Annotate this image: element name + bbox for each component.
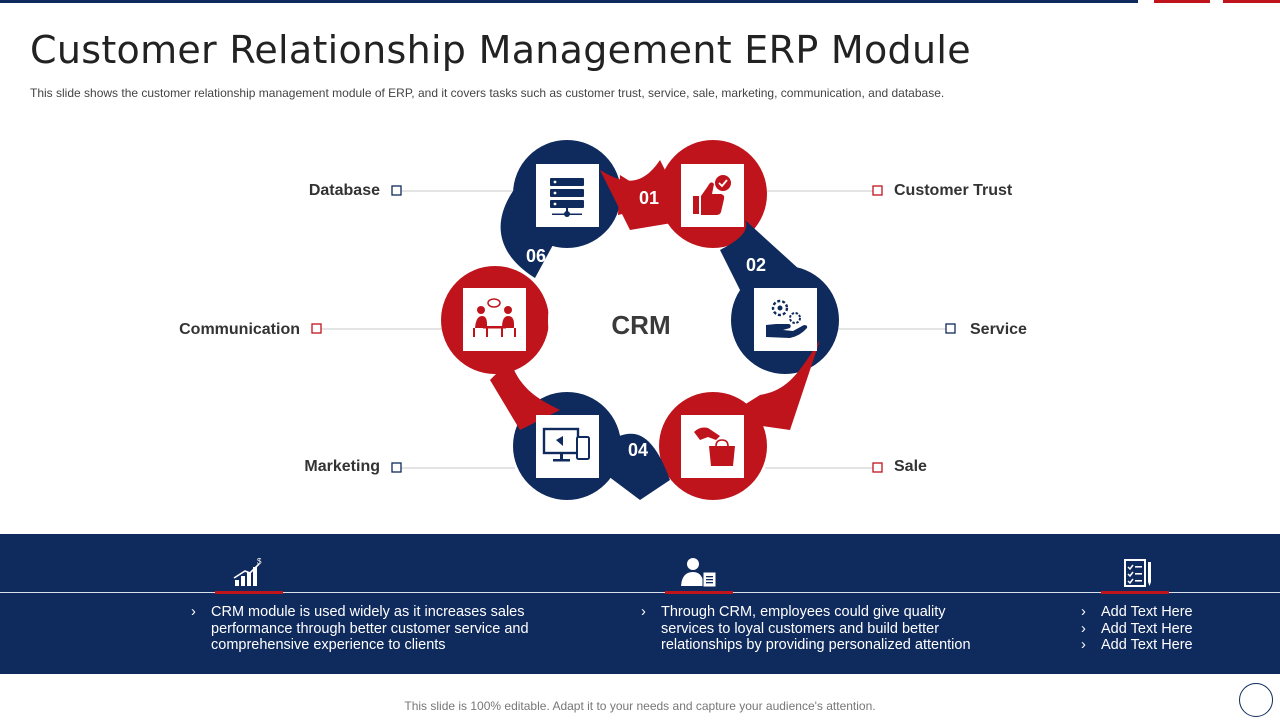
label-customer-trust: Customer Trust — [894, 182, 1013, 199]
label-database: Database — [308, 182, 380, 199]
gear-hand-icon — [766, 299, 808, 338]
top-accent-line — [0, 0, 1138, 3]
crm-center-label: CRM — [611, 310, 670, 340]
node-number-03: 03 — [738, 382, 758, 402]
marker-sale — [872, 462, 883, 473]
crm-center-area — [548, 232, 730, 405]
slide-title: Customer Relationship Management ERP Mod… — [30, 28, 971, 72]
employee-document-icon — [681, 558, 717, 588]
bullet-text: Add Text Here — [1101, 637, 1193, 654]
server-database-icon — [550, 178, 584, 217]
bottom-icon-tab-1: $ — [215, 556, 283, 594]
marker-communication — [311, 323, 322, 334]
checklist-pen-icon — [1124, 559, 1151, 587]
node-number-01: 01 — [639, 188, 659, 208]
hand-shopping-bag-icon — [694, 427, 735, 466]
marker-marketing — [391, 462, 402, 473]
thumbs-up-badge-icon — [693, 175, 731, 215]
chevron-right-icon: › — [191, 604, 196, 620]
label-sale: Sale — [894, 458, 927, 475]
growth-chart-icon: $ — [233, 557, 262, 586]
bullet-text: Add Text Here — [1101, 620, 1193, 637]
bullet-item: › Add Text Here — [1081, 637, 1231, 654]
icon-box-communication — [463, 288, 526, 351]
monitor-phone-megaphone-icon — [542, 427, 590, 462]
people-meeting-icon — [473, 298, 516, 337]
bullet-text: Add Text Here — [1101, 604, 1193, 620]
marker-database — [391, 185, 402, 196]
chevron-right-icon: › — [1081, 620, 1086, 637]
label-marketing: Marketing — [304, 458, 380, 475]
crm-cycle-diagram: 01 02 03 04 05 06 CRM — [311, 140, 956, 500]
top-accent-red-2 — [1223, 0, 1280, 3]
top-accent-red-1 — [1154, 0, 1210, 3]
chevron-right-icon: › — [641, 604, 646, 620]
slide-subtitle: This slide shows the customer relationsh… — [30, 86, 945, 100]
corner-circle-decoration — [1239, 683, 1273, 717]
node-number-04: 04 — [628, 440, 648, 460]
chevron-right-icon: › — [1081, 604, 1086, 620]
bullet-text: CRM module is used widely as it increase… — [211, 604, 529, 654]
bullet-text: Through CRM, employees could give qualit… — [661, 604, 971, 654]
bullet-item: › Add Text Here — [1081, 621, 1231, 638]
chevron-right-icon: › — [1081, 637, 1086, 654]
connector-lines — [321, 190, 946, 469]
label-communication: Communication — [179, 321, 300, 338]
bullet-item: › CRM module is used widely as it increas… — [191, 604, 551, 654]
icon-box-service — [754, 288, 817, 351]
marker-service — [945, 323, 956, 334]
bottom-column-3: › Add Text Here › Add Text Here › Add Text … — [1081, 604, 1231, 654]
bottom-column-2: › Through CRM, employees could give quali… — [641, 604, 991, 654]
bullet-item: › Add Text Here — [1081, 604, 1231, 621]
svg-text:$: $ — [257, 557, 262, 566]
bullet-item: › Through CRM, employees could give quali… — [641, 604, 991, 654]
node-number-05: 05 — [521, 369, 541, 389]
marker-customer-trust — [872, 185, 883, 196]
bottom-icon-tab-2 — [665, 556, 733, 594]
footer-note: This slide is 100% editable. Adapt it to… — [404, 699, 876, 713]
bottom-icon-tab-3 — [1101, 556, 1169, 594]
node-number-02: 02 — [746, 255, 766, 275]
bottom-column-1: › CRM module is used widely as it increas… — [191, 604, 551, 654]
bottom-band — [0, 534, 1280, 674]
node-number-06: 06 — [526, 246, 546, 266]
bottom-band-divider — [0, 592, 1280, 593]
label-service: Service — [970, 321, 1027, 338]
